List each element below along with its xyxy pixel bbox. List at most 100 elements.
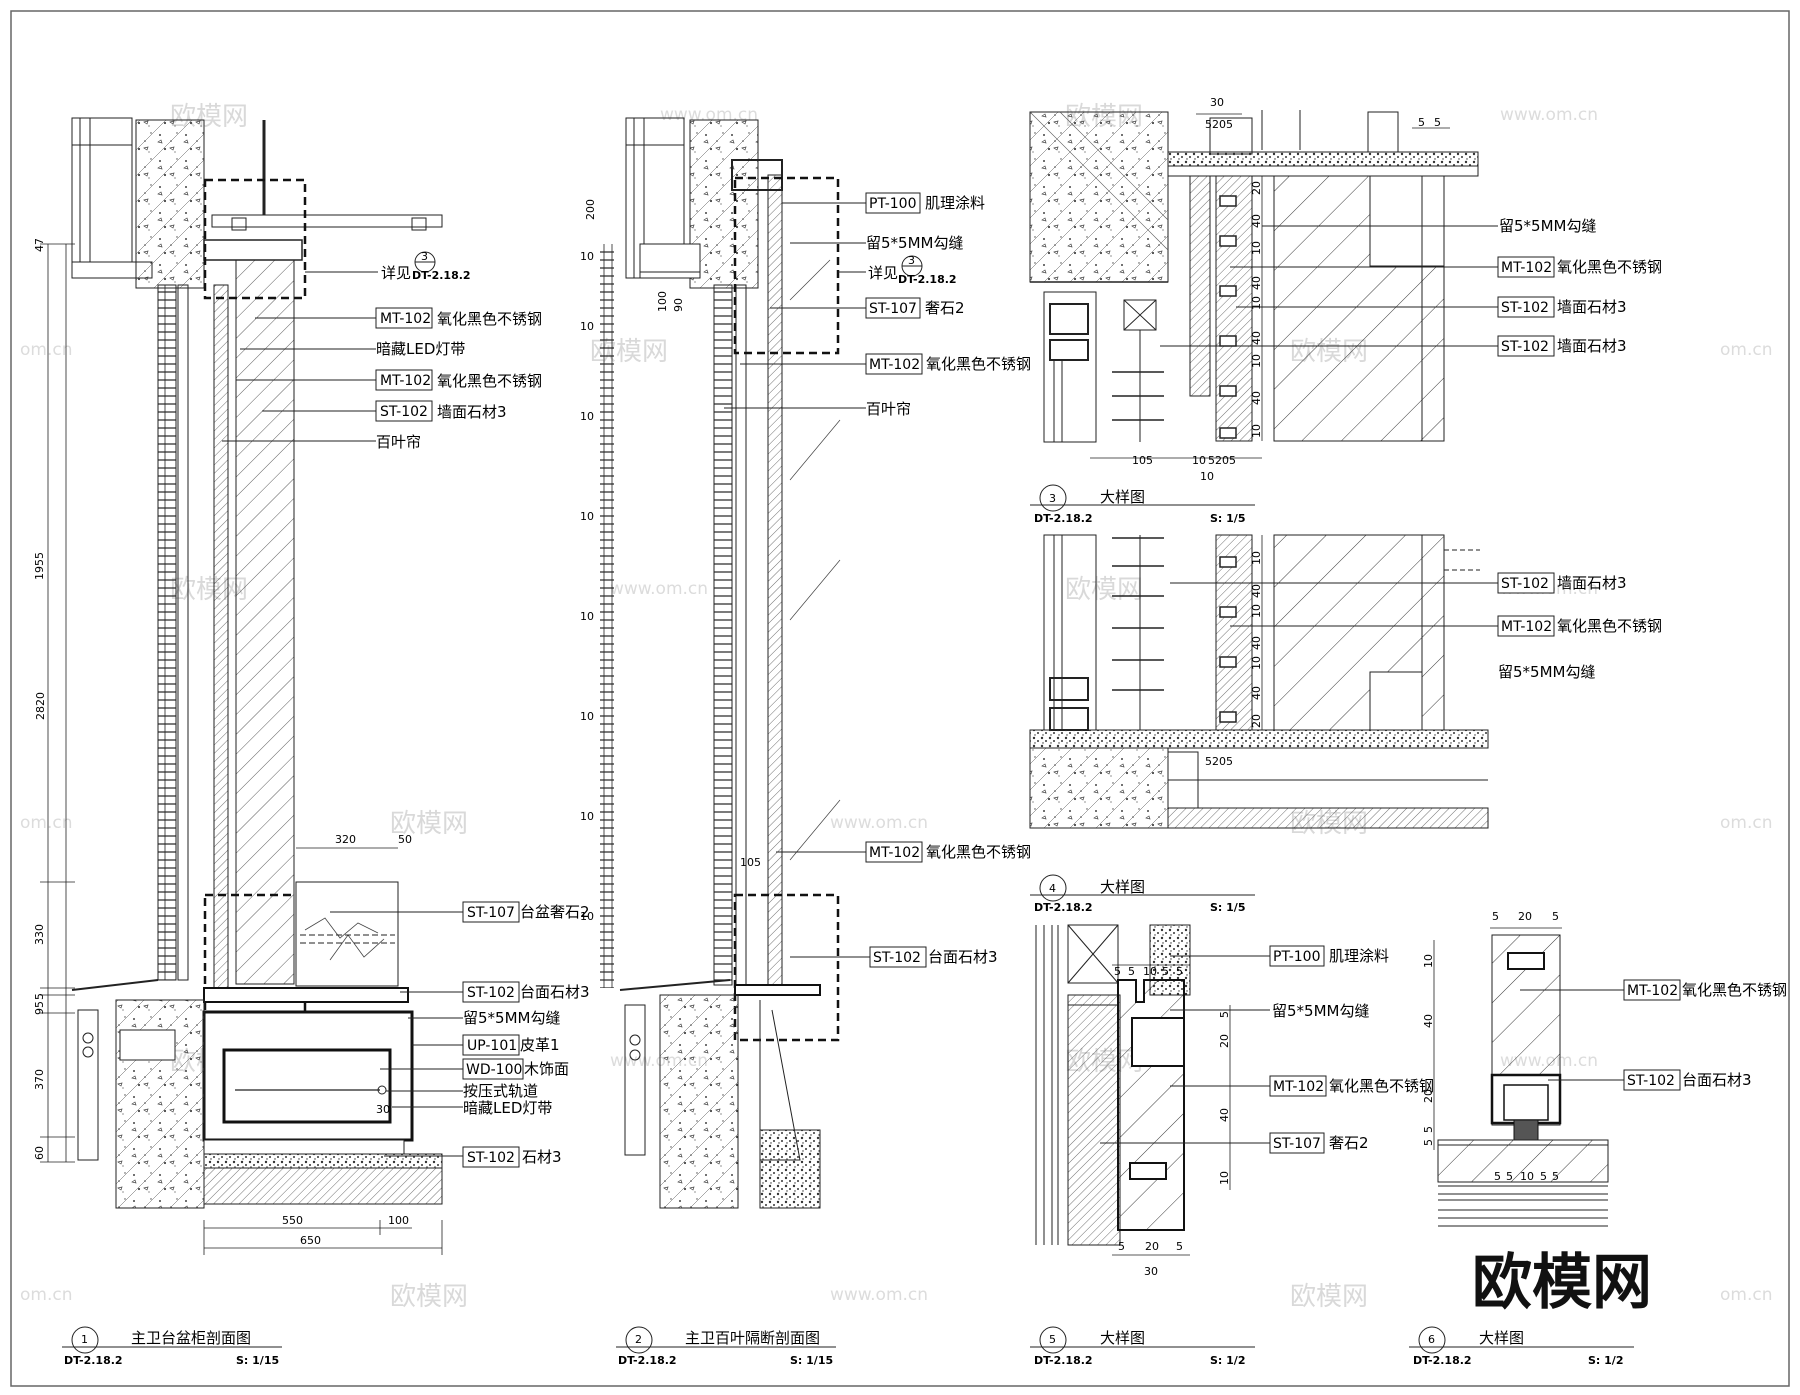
callout-text: 氧化黑色不锈钢 xyxy=(1557,617,1662,635)
dim-v: 10 xyxy=(1250,604,1263,618)
callout-tag: MT-102 xyxy=(380,311,431,327)
callout-tag: ST-102 xyxy=(873,950,921,966)
dim-rep: 10 xyxy=(580,910,594,923)
callout-text: 台面石材3 xyxy=(1682,1071,1752,1089)
callout-text: 留5*5MM勾缝 xyxy=(1499,217,1596,235)
dim-bottom: 100 xyxy=(388,1214,409,1227)
figure-5-section: 5 5 10 5 5 5 20 40 10 5 20 5 30 PT-100 肌… xyxy=(1035,924,1434,1278)
figure-scale: S: 1/15 xyxy=(790,1354,833,1367)
watermark-text: 欧模网 xyxy=(170,575,248,605)
dim-v: 10 xyxy=(1422,954,1435,968)
fig4-callouts: ST-102 墙面石材3 MT-102 氧化黑色不锈钢 留5*5MM勾缝 xyxy=(1170,572,1662,688)
dim-a: 100 xyxy=(656,291,669,312)
callout-text: 台面石材3 xyxy=(928,948,998,966)
callout-text: 肌理涂料 xyxy=(1329,947,1389,965)
dim-top: 5 xyxy=(1492,910,1499,923)
dim-inner: 30 xyxy=(376,1103,390,1116)
callout-text: 氧化黑色不锈钢 xyxy=(437,372,542,390)
dim-bottom-total: 650 xyxy=(300,1234,321,1247)
callout-text: 百叶帘 xyxy=(376,433,421,451)
title-block-3: 3 DT-2.18.2 大样图 S: 1/5 xyxy=(1030,484,1255,525)
callout-tag: MT-102 xyxy=(1627,983,1678,999)
watermark-url: www.om.cn xyxy=(610,579,708,599)
dim-rep: 10 xyxy=(580,810,594,823)
dim-v: 40 xyxy=(1250,686,1263,700)
figure-code: DT-2.18.2 xyxy=(1034,901,1093,914)
fig5-callouts: PT-100 肌理涂料 留5*5MM勾缝 MT-102 氧化黑色不锈钢 ST-1… xyxy=(1100,945,1434,1154)
callout-text: 石材3 xyxy=(522,1148,562,1166)
dim-c: 105 xyxy=(740,856,761,869)
title-block-5: 5 DT-2.18.2 大样图 S: 1/2 xyxy=(1030,1326,1255,1367)
watermark-url: om.cn xyxy=(1720,1285,1773,1305)
dim-top: 30 xyxy=(1210,96,1224,109)
figure-scale: S: 1/15 xyxy=(236,1354,279,1367)
figure-code: DT-2.18.2 xyxy=(1413,1354,1472,1367)
callout-text: 氧化黑色不锈钢 xyxy=(437,310,542,328)
callout-text: 百叶帘 xyxy=(866,400,911,418)
watermark-url: om.cn xyxy=(1720,813,1773,833)
callout-text: 氧化黑色不锈钢 xyxy=(1682,981,1787,999)
figure-title: 主卫台盆柜剖面图 xyxy=(131,1329,251,1347)
callout-text: 暗藏LED灯带 xyxy=(376,340,465,358)
dim-top: 47 xyxy=(33,238,46,252)
dim-overall: 2820 xyxy=(34,692,47,720)
detail-ref-prefix: 详见 xyxy=(381,264,411,282)
callout-text: 肌理涂料 xyxy=(925,194,985,212)
dim-top: 10 xyxy=(1143,965,1157,978)
figure-code: DT-2.18.2 xyxy=(1034,512,1093,525)
detail-ref-code: DT-2.18.2 xyxy=(898,273,957,286)
watermark-text: 欧模网 xyxy=(1290,1282,1368,1312)
dim-top: 5 xyxy=(1128,965,1135,978)
dim-bottom: 30 xyxy=(1144,1265,1158,1278)
callout-text: 墙面石材3 xyxy=(1557,574,1627,592)
callout-text: 奢石2 xyxy=(1329,1134,1369,1152)
dim-v: 40 xyxy=(1250,214,1263,228)
detail-box xyxy=(733,176,840,355)
figure-title: 大样图 xyxy=(1100,1329,1145,1347)
sheet-border xyxy=(10,10,1790,1387)
dim-v: 40 xyxy=(1250,331,1263,345)
dim-v: 20 xyxy=(1250,714,1263,728)
callout-text: 留5*5MM勾缝 xyxy=(1498,663,1595,681)
callout-tag: ST-102 xyxy=(467,985,515,1001)
dim-rep: 10 xyxy=(580,710,594,723)
callout-tag: WD-100 xyxy=(466,1062,522,1078)
dim-bottom: 5 xyxy=(1540,1170,1547,1183)
figure-number: 4 xyxy=(1049,882,1056,895)
fig2-callouts: PT-100 肌理涂料 留5*5MM勾缝 ST-107 奢石2 MT-102 氧… xyxy=(724,192,1031,968)
dim-bottom: 105 xyxy=(1132,454,1153,467)
title-block-4: 4 DT-2.18.2 大样图 S: 1/5 xyxy=(1030,874,1255,914)
figure-number: 3 xyxy=(1049,492,1056,505)
callout-tag: ST-102 xyxy=(1501,300,1549,316)
title-block-1: 1 DT-2.18.2 主卫台盆柜剖面图 S: 1/15 xyxy=(62,1326,282,1367)
figure-scale: S: 1/5 xyxy=(1210,512,1245,525)
dim-bottom: 5 xyxy=(1494,1170,1501,1183)
callout-tag: ST-102 xyxy=(467,1150,515,1166)
callout-text: 奢石2 xyxy=(925,299,965,317)
dim-v: 20 xyxy=(1218,1034,1231,1048)
callout-text: 留5*5MM勾缝 xyxy=(866,234,963,252)
dim-top: 5 xyxy=(1114,965,1121,978)
callout-text: 氧化黑色不锈钢 xyxy=(926,843,1031,861)
dim-bottom: 5 xyxy=(1506,1170,1513,1183)
dim-rep: 10 xyxy=(580,320,594,333)
callout-tag: PT-100 xyxy=(869,196,916,212)
dim-v: 20 xyxy=(1422,1089,1435,1103)
detail-ref-prefix: 详见 xyxy=(868,264,898,282)
dim-top: 5 xyxy=(1552,910,1559,923)
dim-v: 40 xyxy=(1250,636,1263,650)
dim-bottom: 5205 xyxy=(1208,454,1236,467)
watermark-text: 欧模网 xyxy=(390,809,468,839)
dim-v: 10 xyxy=(1218,1171,1231,1185)
dim-v: 5 xyxy=(1218,1011,1231,1018)
dim-top: 200 xyxy=(584,199,597,220)
figure-6-section: 5 20 5 10 40 20 5 5 5 5 10 5 5 MT-102 氧化… xyxy=(1422,910,1787,1227)
fig1-callouts: MT-102 氧化黑色不锈钢 暗藏LED灯带 MT-102 氧化黑色不锈钢 ST… xyxy=(222,307,590,1168)
dim-v: 10 xyxy=(1250,551,1263,565)
callout-tag: MT-102 xyxy=(380,373,431,389)
dim-basin: 320 xyxy=(335,833,356,846)
figure-1-section: 2820 1955 330 5 95 370 60 47 xyxy=(33,117,590,1255)
detail-ref-num: 3 xyxy=(908,254,915,267)
callout-tag: MT-102 xyxy=(869,357,920,373)
